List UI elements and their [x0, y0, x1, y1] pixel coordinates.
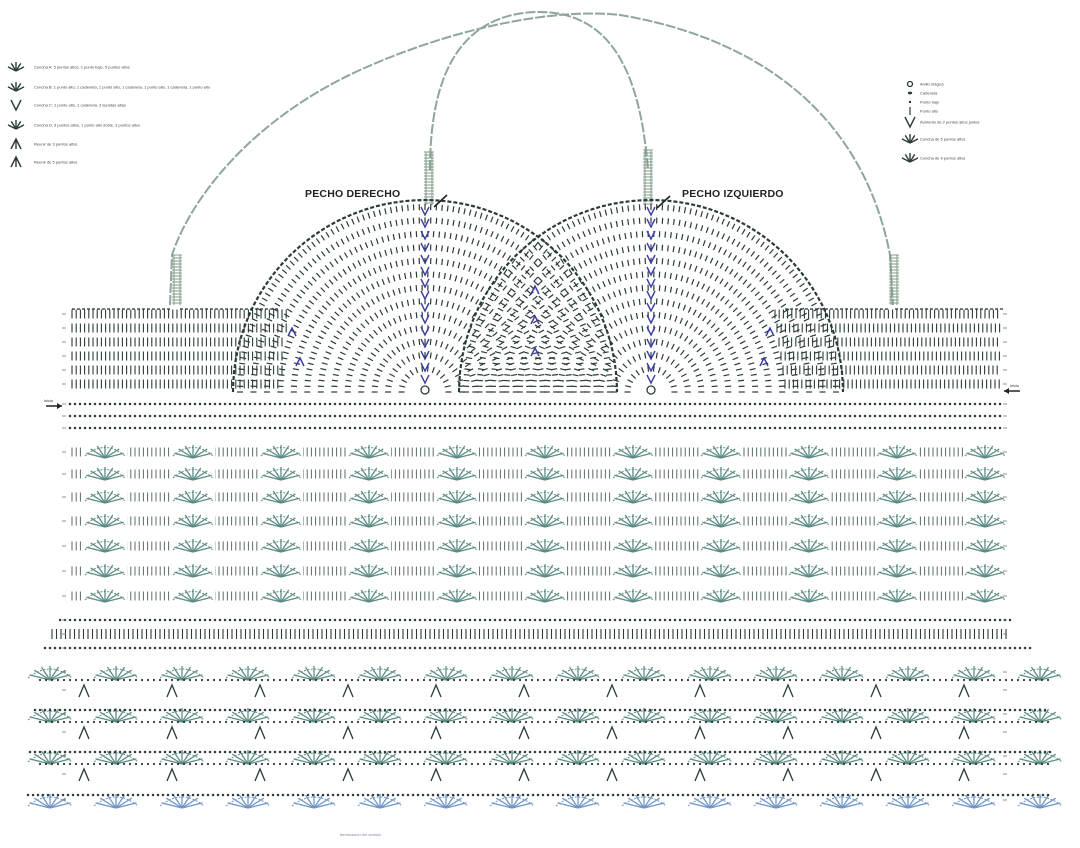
legend-item-right-3: Punto alto [909, 107, 939, 115]
breast-cups [231, 198, 845, 395]
legend-text: Aumento de 2 puntos altos juntos [920, 120, 979, 125]
start-arrow-right: inicio [1004, 383, 1020, 394]
legend-text: Reunir de 3 puntos altos [34, 142, 77, 147]
svg-text:inicio: inicio [44, 398, 54, 403]
legend-item-left-0: Concha A: 5 puntos altos, 1 punto bajo, … [7, 62, 130, 72]
straps [169, 10, 899, 306]
start-arrow-left: inicio [44, 398, 62, 409]
pointer-arrow-left [656, 195, 671, 209]
legend-item-left-1: Concha B: 1 punto alto, 1 cadeneta, 1 pu… [7, 82, 211, 92]
v-stitch-icon [10, 99, 22, 112]
shell-large-icon [7, 120, 25, 130]
legend-item-left-3: Concha D: 3 puntos altos, 1 punto alto d… [7, 120, 140, 130]
fan-icon [901, 153, 919, 163]
legend-item-left-2: Concha C: 1 punto alto, 1 cadeneta, 3 la… [10, 99, 126, 112]
inner-strap [429, 10, 649, 171]
legend-item-left-5: Reunir de 5 puntos altos [10, 155, 77, 168]
legend-text: Punto alto [920, 109, 939, 114]
legend-item-right-0: Anillo mágico [906, 80, 945, 88]
increase-icon [904, 116, 916, 129]
slip-stitch-icon [908, 100, 912, 104]
bodice-rows [71, 308, 1003, 389]
breast-label-left: PECHO IZQUIERDO [682, 188, 784, 200]
legend-item-right-5: Concha de 5 puntos altos [901, 134, 965, 144]
legend-text: Concha de 9 puntos altos [920, 156, 965, 161]
legend-text: Cadeneta [920, 91, 938, 96]
bottom-note: terminación del vestido [340, 832, 382, 837]
decrease-3-icon [10, 137, 22, 150]
legend-text: Concha C: 1 punto alto, 1 cadeneta, 3 la… [34, 103, 126, 108]
legend-text: Anillo mágico [920, 82, 945, 87]
legend-item-right-1: Cadeneta [907, 91, 938, 96]
legend-text: Concha D: 3 puntos altos, 1 punto alto d… [34, 123, 140, 128]
row-numbers [62, 313, 1007, 801]
decrease-5-icon [10, 155, 22, 168]
shell-5dc-icon [7, 62, 25, 72]
legend-item-right-2: Punto bajo [908, 100, 940, 105]
legend-text: Reunir de 5 puntos altos [34, 160, 77, 165]
legend-text: Concha de 5 puntos altos [920, 137, 965, 142]
legend-item-right-6: Concha de 9 puntos altos [901, 153, 965, 163]
pointer-arrow-right [433, 194, 448, 208]
shell-icon [901, 134, 919, 144]
breast-label-right: PECHO DERECHO [305, 188, 400, 200]
legend-item-right-4: Aumento de 2 puntos altos juntos [904, 116, 979, 129]
legend-left: Concha A: 5 puntos altos, 1 punto bajo, … [7, 62, 211, 168]
legend-text: Concha A: 5 puntos altos, 1 punto bajo, … [34, 65, 130, 70]
skirt-rows [26, 402, 1063, 809]
legend-item-left-4: Reunir de 3 puntos altos [10, 137, 77, 150]
magic-ring-icon [906, 80, 914, 88]
legend-text: Punto bajo [920, 100, 940, 105]
outer-strap [169, 12, 894, 306]
legend-text: Concha B: 1 punto alto, 1 cadeneta, 1 pu… [34, 85, 211, 90]
shell-picot-icon [7, 82, 25, 92]
chain-icon [907, 91, 913, 95]
svg-text:inicio: inicio [1010, 383, 1020, 388]
strap-ladders [172, 149, 899, 305]
